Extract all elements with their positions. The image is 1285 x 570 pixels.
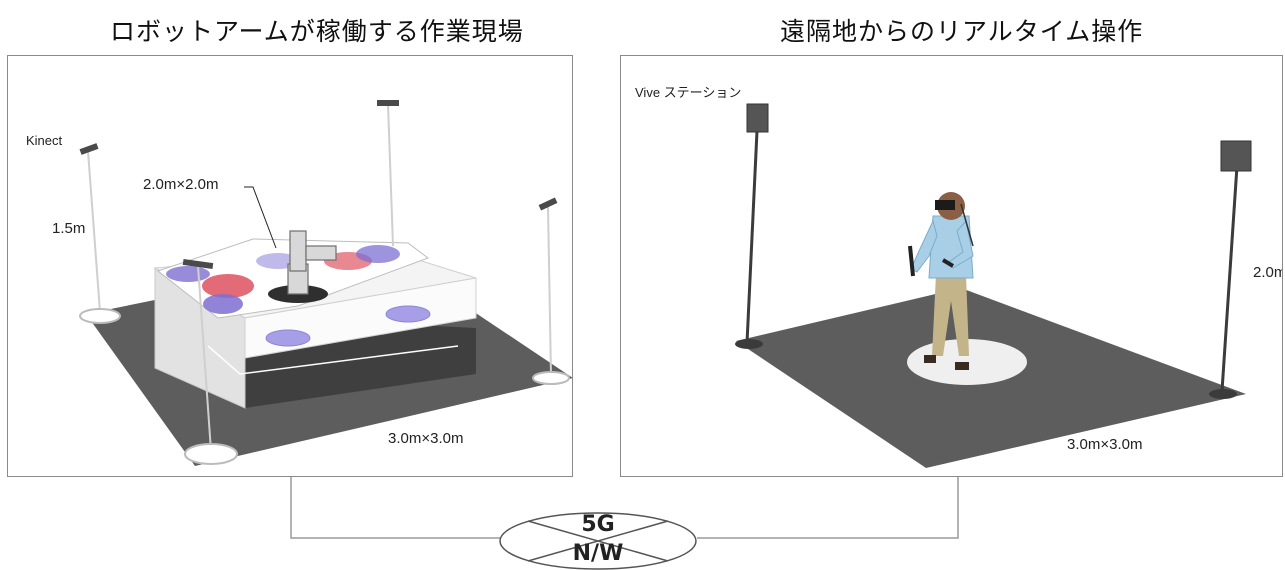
kinect-label: Kinect (26, 133, 63, 148)
table-size-pointer (244, 186, 277, 249)
vive-station (745, 130, 1239, 392)
vive-station-label: Vive ステーション (635, 85, 742, 100)
remote-operation-illustration (735, 103, 1252, 468)
vr-operator (908, 192, 974, 370)
connector-left (290, 477, 500, 539)
left-panel-worksite: Kinect 1.5m 2.0m×2.0m 3.0m×3.0m (7, 55, 573, 477)
robot-arm (268, 230, 337, 303)
table-size-label: 2.0m×2.0m (143, 176, 219, 193)
left-panel-title: ロボットアームが稼働する作業現場 (110, 17, 524, 46)
worksite-floor-size-label: 3.0m×3.0m (388, 430, 464, 447)
station-height-label: 2.0m (1253, 264, 1282, 281)
kinect-height-label: 1.5m (52, 220, 86, 237)
worksite-illustration (79, 100, 572, 466)
right-panel-title: 遠隔地からのリアルタイム操作 (780, 17, 1144, 46)
connector-right (697, 477, 959, 539)
kinect-stand (79, 103, 570, 465)
network-label-5g: 5G (581, 512, 615, 537)
right-panel-remote: Vive ステーション 2.0m 3.0m×3.0m (620, 55, 1283, 477)
remote-floor-size-label: 3.0m×3.0m (1067, 436, 1143, 453)
network-label-nw: N/W (572, 541, 624, 566)
